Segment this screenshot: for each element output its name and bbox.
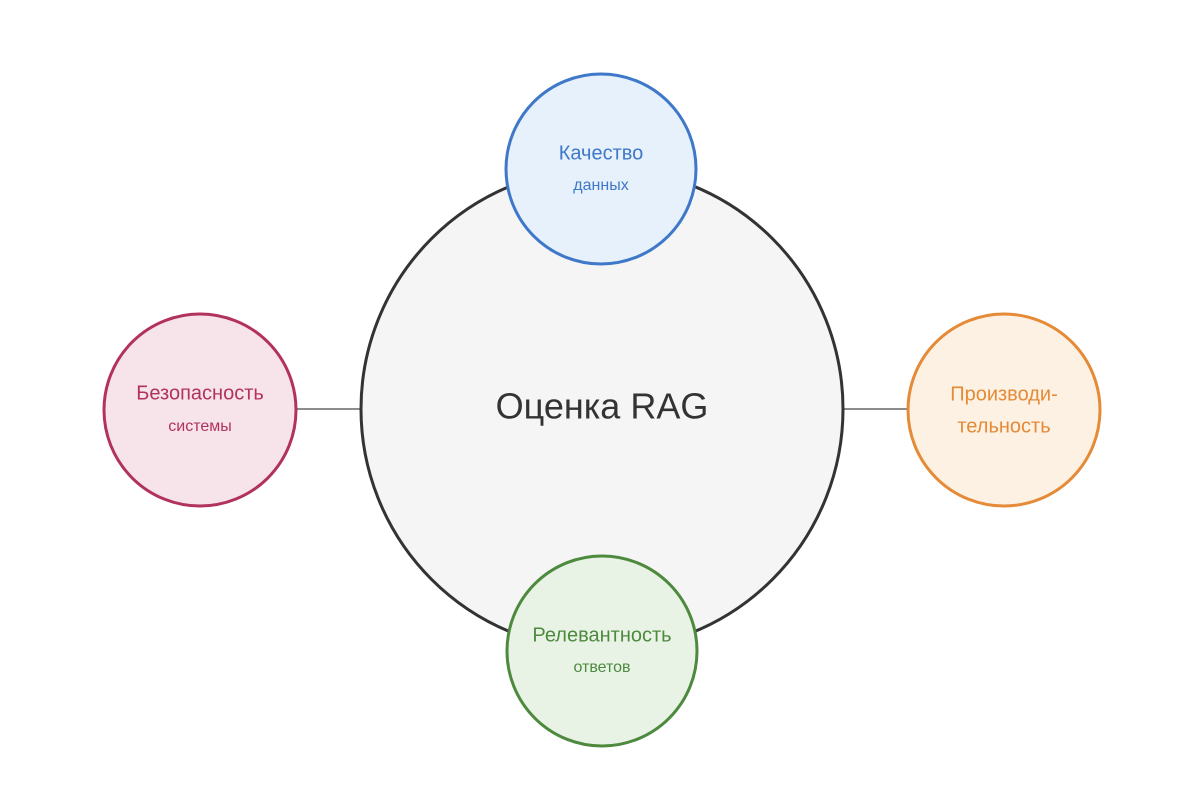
center-title: Оценка RAG [496, 386, 709, 427]
node-data-quality-circle [504, 72, 698, 266]
node-system-security-title: Безопасность [136, 382, 264, 404]
node-performance-title: Производи- [950, 383, 1058, 405]
node-data-quality: Качество данных [504, 72, 698, 266]
node-performance: Производи- тельность [906, 312, 1102, 508]
node-answer-relevance-subtitle: ответов [573, 659, 630, 676]
node-performance-circle [906, 312, 1102, 508]
node-system-security-circle [102, 312, 298, 508]
node-system-security: Безопасность системы [102, 312, 298, 508]
node-system-security-subtitle: системы [168, 418, 231, 435]
node-data-quality-subtitle: данных [573, 177, 628, 194]
node-performance-subtitle: тельность [957, 415, 1050, 437]
node-answer-relevance-circle [505, 554, 699, 748]
node-answer-relevance: Релевантность ответов [505, 554, 699, 748]
node-answer-relevance-title: Релевантность [532, 624, 671, 646]
node-data-quality-title: Качество [559, 142, 644, 164]
